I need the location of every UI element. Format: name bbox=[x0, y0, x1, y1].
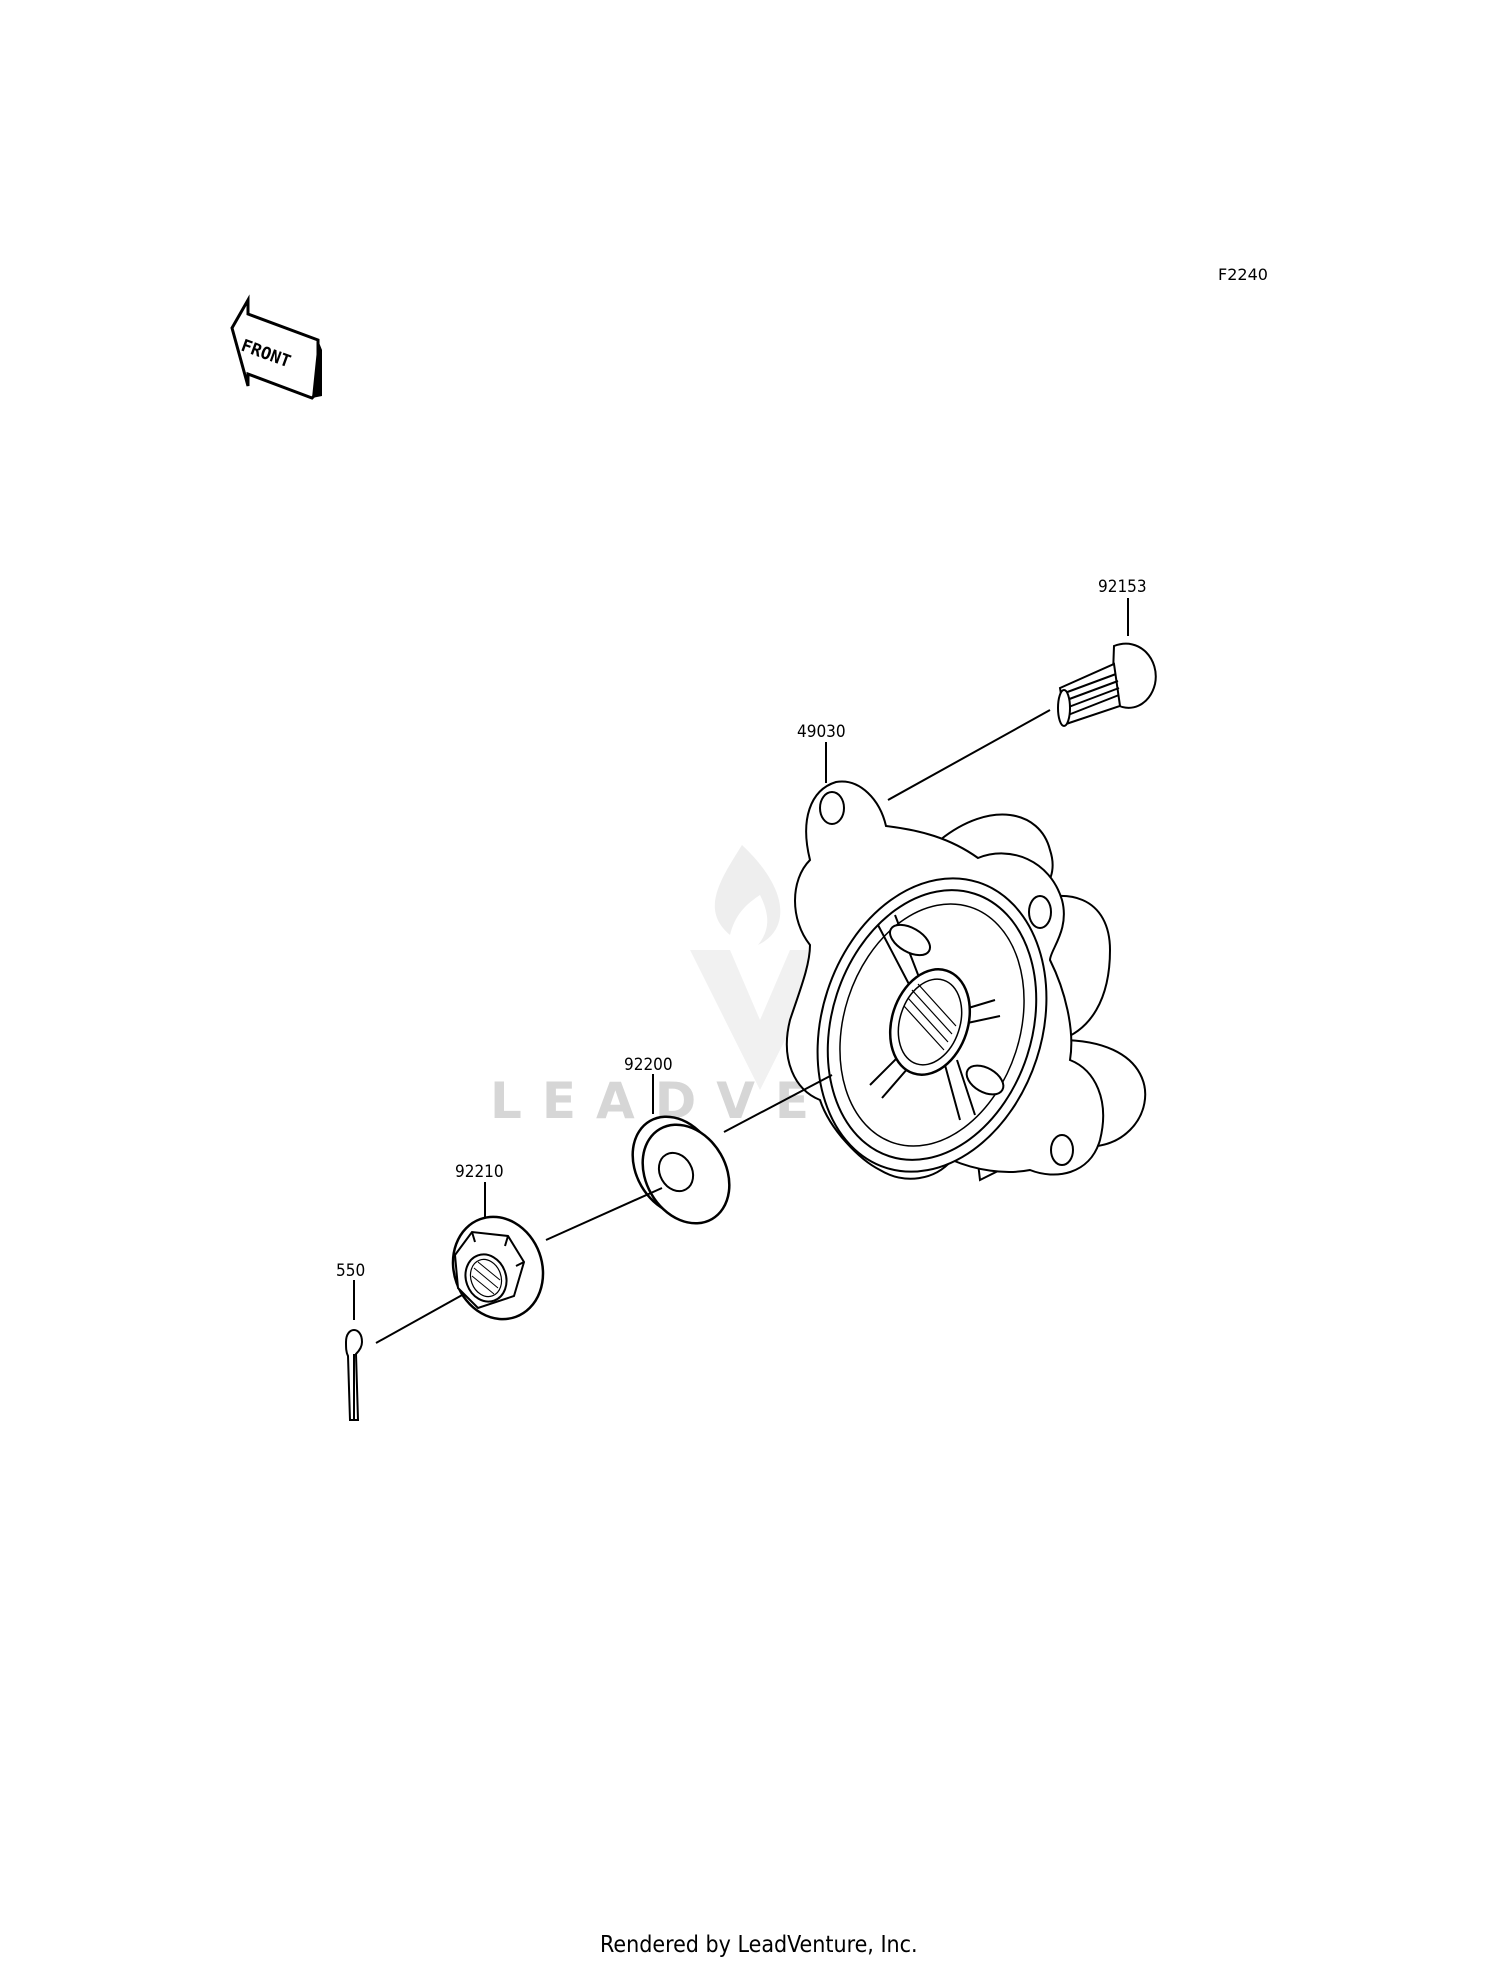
washer-92200[interactable]: 92200 bbox=[615, 1055, 746, 1239]
part-label-92153: 92153 bbox=[1098, 577, 1147, 597]
footer-credit: Rendered by LeadVenture, Inc. bbox=[600, 1932, 918, 1958]
leader-line bbox=[375, 1293, 465, 1344]
hub-49030[interactable]: 49030 bbox=[781, 722, 1147, 1202]
part-label-92200: 92200 bbox=[624, 1055, 673, 1075]
nut-92210[interactable]: 92210 bbox=[439, 1162, 557, 1332]
stud-bolt-92153[interactable]: 92153 bbox=[1057, 577, 1157, 727]
part-label-49030: 49030 bbox=[797, 722, 846, 742]
part-label-92210: 92210 bbox=[455, 1162, 504, 1182]
front-arrow-icon: FRONT bbox=[230, 294, 322, 400]
cotter-pin-550[interactable]: 550 bbox=[336, 1261, 365, 1421]
watermark-logo bbox=[690, 845, 830, 1090]
leader-line bbox=[723, 1074, 833, 1133]
part-label-550: 550 bbox=[336, 1261, 365, 1281]
leader-line bbox=[887, 709, 1051, 801]
leader-line bbox=[545, 1187, 663, 1241]
diagram-ref-code: F2240 bbox=[1218, 265, 1268, 284]
